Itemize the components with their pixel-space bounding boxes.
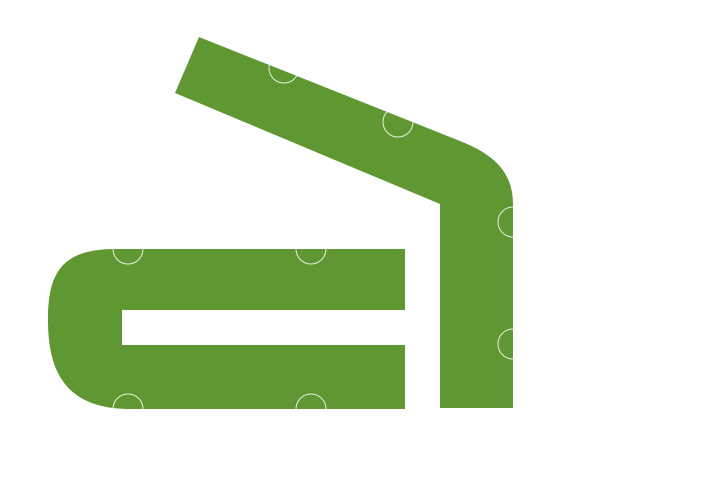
joint-marker	[112, 393, 144, 409]
joint-marker	[497, 328, 513, 360]
joint-marker	[295, 393, 327, 409]
bent-arm	[175, 37, 513, 408]
c-shaped-bracket	[48, 249, 405, 409]
joint-marker	[497, 206, 513, 238]
